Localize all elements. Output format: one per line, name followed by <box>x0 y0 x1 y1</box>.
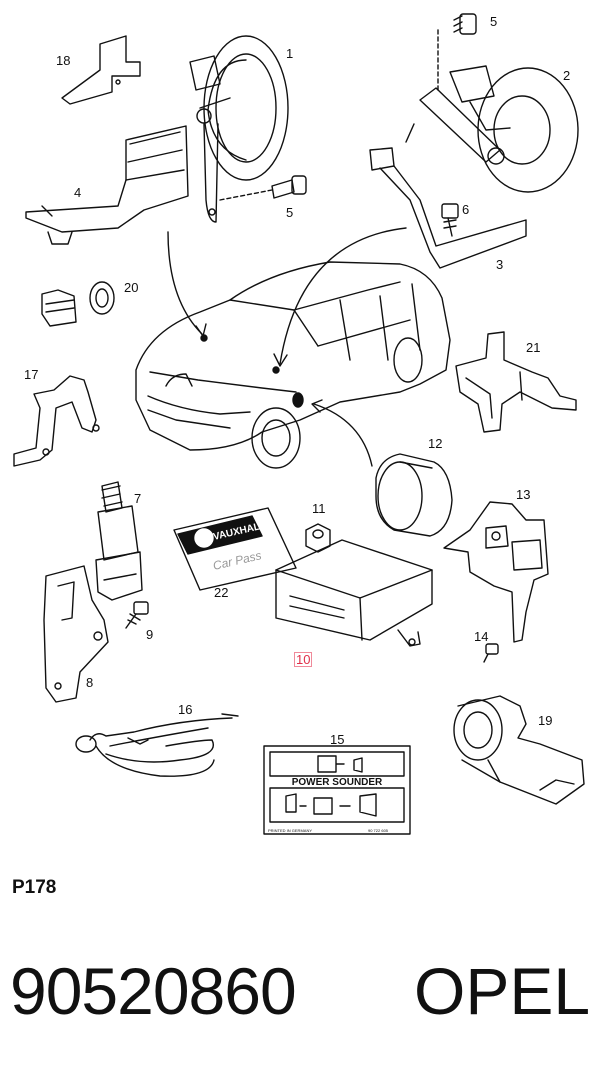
callout-17: 17 <box>24 367 39 382</box>
part-8-bracket <box>43 565 109 703</box>
callout-3: 3 <box>496 257 504 272</box>
warning-label-footer-right: 90 722 605 <box>368 828 389 833</box>
callout-6: 6 <box>462 202 470 217</box>
car-outline <box>135 261 451 469</box>
part-1-horn <box>189 35 289 223</box>
part-number: 90520860 <box>10 954 297 1028</box>
callout-5-left: 5 <box>286 205 294 220</box>
callout-7: 7 <box>134 491 142 506</box>
page-code: P178 <box>12 877 57 898</box>
part-14-screw <box>483 643 499 663</box>
part-6-screw <box>441 203 459 237</box>
part-20-grommet <box>41 281 115 327</box>
part-17-bracket <box>13 375 100 467</box>
callout-18: 18 <box>56 53 71 68</box>
callout-22: 22 <box>214 585 229 600</box>
callout-11: 11 <box>312 501 326 516</box>
callout-13: 13 <box>516 487 531 502</box>
callout-19: 19 <box>538 713 553 728</box>
callout-16: 16 <box>178 702 193 717</box>
callout-14: 14 <box>474 629 489 644</box>
part-5-bolt-right <box>437 13 477 93</box>
part-9-screw <box>125 601 149 629</box>
part-18-bracket <box>61 35 141 105</box>
assembly-arrows <box>167 227 407 467</box>
warning-label-title: POWER SOUNDER <box>292 777 383 788</box>
part-10-control-module <box>275 539 433 647</box>
part-22-car-pass-card <box>173 507 297 591</box>
callout-2: 2 <box>563 68 571 83</box>
brand-name: OPEL <box>414 954 591 1028</box>
part-4-bracket <box>25 125 189 245</box>
callout-12: 12 <box>428 436 443 451</box>
part-12-sensor <box>375 453 453 537</box>
part-2-horn <box>419 65 579 193</box>
callout-9: 9 <box>146 627 154 642</box>
callout-15: 15 <box>330 732 345 747</box>
callout-21: 21 <box>526 340 541 355</box>
part-16-cable <box>75 713 239 777</box>
warning-label-footer-left: PRINTED IN GERMANY <box>268 828 312 833</box>
part-19-ignition-lock <box>453 695 585 805</box>
callout-4: 4 <box>74 185 82 200</box>
callout-8: 8 <box>86 675 94 690</box>
part-21-bracket <box>455 331 577 433</box>
callout-20: 20 <box>124 280 139 295</box>
car-pass-card-text: Car Pass <box>212 548 263 573</box>
callout-1: 1 <box>286 46 294 61</box>
part-15-warning-label <box>263 745 411 835</box>
part-7-switch <box>95 481 143 601</box>
part-3-bracket <box>369 123 527 269</box>
callout-5-right: 5 <box>490 14 498 29</box>
callout-10-highlighted[interactable]: 10 <box>294 652 313 667</box>
part-5-bolt-left <box>219 175 307 201</box>
part-13-bracket <box>443 501 549 643</box>
